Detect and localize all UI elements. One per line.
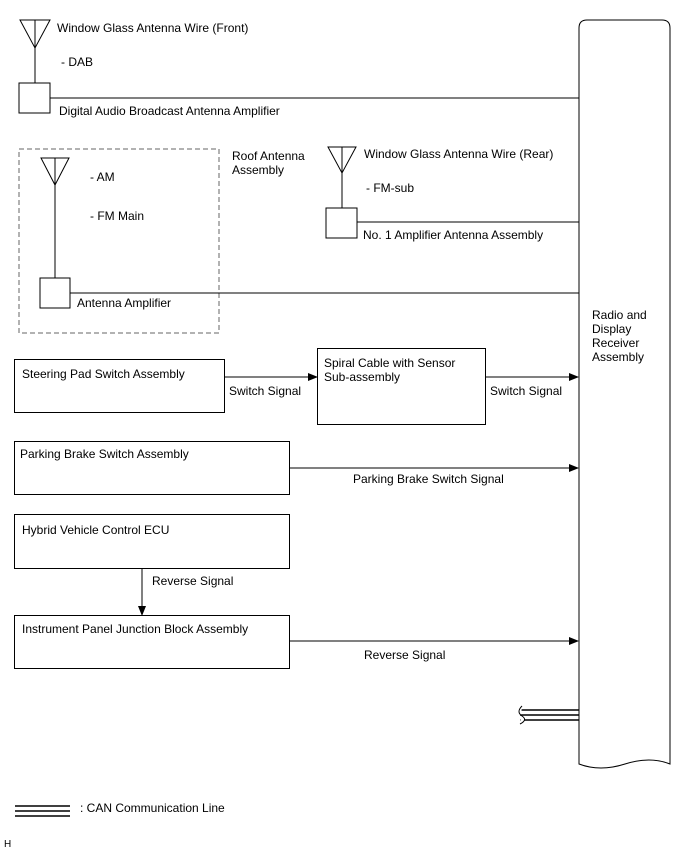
- spiral-cable-box: [317, 348, 486, 425]
- junction-reverse-signal-label: Reverse Signal: [364, 648, 446, 662]
- am-band-label: - AM: [90, 170, 115, 184]
- fm-sub-band-label: - FM-sub: [366, 181, 414, 195]
- rear-antenna-wire-label: Window Glass Antenna Wire (Rear): [364, 147, 554, 161]
- dab-band-label: - DAB: [61, 55, 94, 69]
- roof-antenna-dashed-box: [18, 148, 220, 334]
- can-line-symbol: [518, 705, 579, 725]
- footer-mark: H: [4, 839, 12, 850]
- parking-brake-label: Parking Brake Switch Assembly: [20, 447, 189, 461]
- roof-antenna-assembly-label: Roof Antenna Assembly: [232, 149, 305, 177]
- steering-switch-signal-label: Switch Signal: [229, 384, 302, 398]
- rear-amplifier-box: [325, 207, 358, 239]
- receiver-label: Radio and Display Receiver Assembly: [592, 308, 647, 364]
- fm-main-band-label: - FM Main: [90, 209, 144, 223]
- ecu-reverse-signal-label: Reverse Signal: [152, 574, 234, 588]
- steering-pad-label: Steering Pad Switch Assembly: [22, 367, 185, 381]
- roof-antenna-symbol: [40, 157, 70, 278]
- hybrid-ecu-box: [14, 514, 290, 569]
- parking-brake-box: [14, 441, 290, 495]
- dab-amplifier-box: [18, 82, 51, 114]
- spiral-cable-label: Spiral Cable with Sensor Sub-assembly: [324, 356, 456, 384]
- rear-antenna-symbol: [327, 146, 357, 208]
- roof-amplifier-label: Antenna Amplifier: [77, 296, 172, 310]
- can-legend-label: : CAN Communication Line: [80, 801, 225, 815]
- roof-amplifier-box: [39, 277, 71, 309]
- rear-amplifier-label: No. 1 Amplifier Antenna Assembly: [363, 228, 544, 242]
- dab-amplifier-label: Digital Audio Broadcast Antenna Amplifie…: [59, 104, 280, 118]
- hybrid-ecu-label: Hybrid Vehicle Control ECU: [22, 523, 170, 537]
- junction-block-label: Instrument Panel Junction Block Assembly: [22, 622, 249, 636]
- front-antenna-symbol: [19, 19, 51, 83]
- can-legend-symbol: [15, 805, 70, 817]
- junction-block-box: [14, 615, 290, 669]
- parking-brake-signal-label: Parking Brake Switch Signal: [353, 472, 504, 486]
- receiver-body: [578, 19, 671, 769]
- front-antenna-wire-label: Window Glass Antenna Wire (Front): [57, 21, 249, 35]
- steering-pad-box: [14, 359, 225, 413]
- spiral-switch-signal-label: Switch Signal: [490, 384, 563, 398]
